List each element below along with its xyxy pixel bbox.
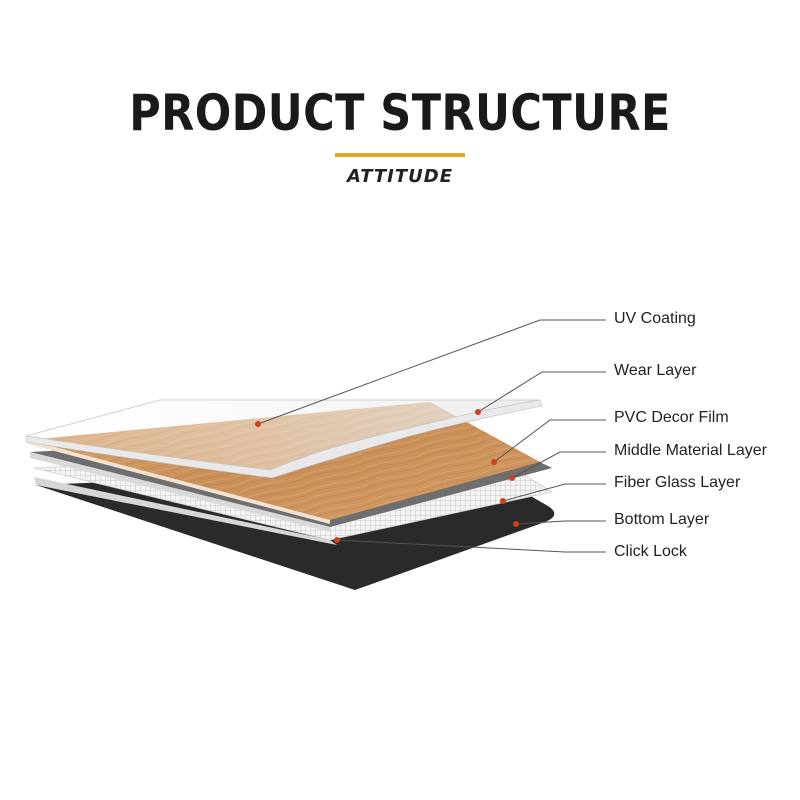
label-click-lock: Click Lock — [614, 543, 687, 561]
label-wear-layer: Wear Layer — [614, 362, 696, 380]
middle-material-layer-dot — [509, 475, 515, 481]
pvc-decor-film-dot — [491, 459, 497, 465]
label-pvc-decor-film: PVC Decor Film — [614, 409, 729, 427]
bottom-layer-dot — [513, 521, 519, 527]
fiber-glass-layer-dot — [500, 498, 506, 504]
label-fiber-glass-layer: Fiber Glass Layer — [614, 474, 740, 492]
click-lock-dot — [334, 537, 340, 543]
wear-layer-dot — [475, 409, 481, 415]
label-bottom-layer: Bottom Layer — [614, 511, 709, 529]
label-uv-coating: UV Coating — [614, 310, 696, 328]
label-middle-material-layer: Middle Material Layer — [614, 442, 767, 460]
uv-coating-dot — [255, 421, 261, 427]
